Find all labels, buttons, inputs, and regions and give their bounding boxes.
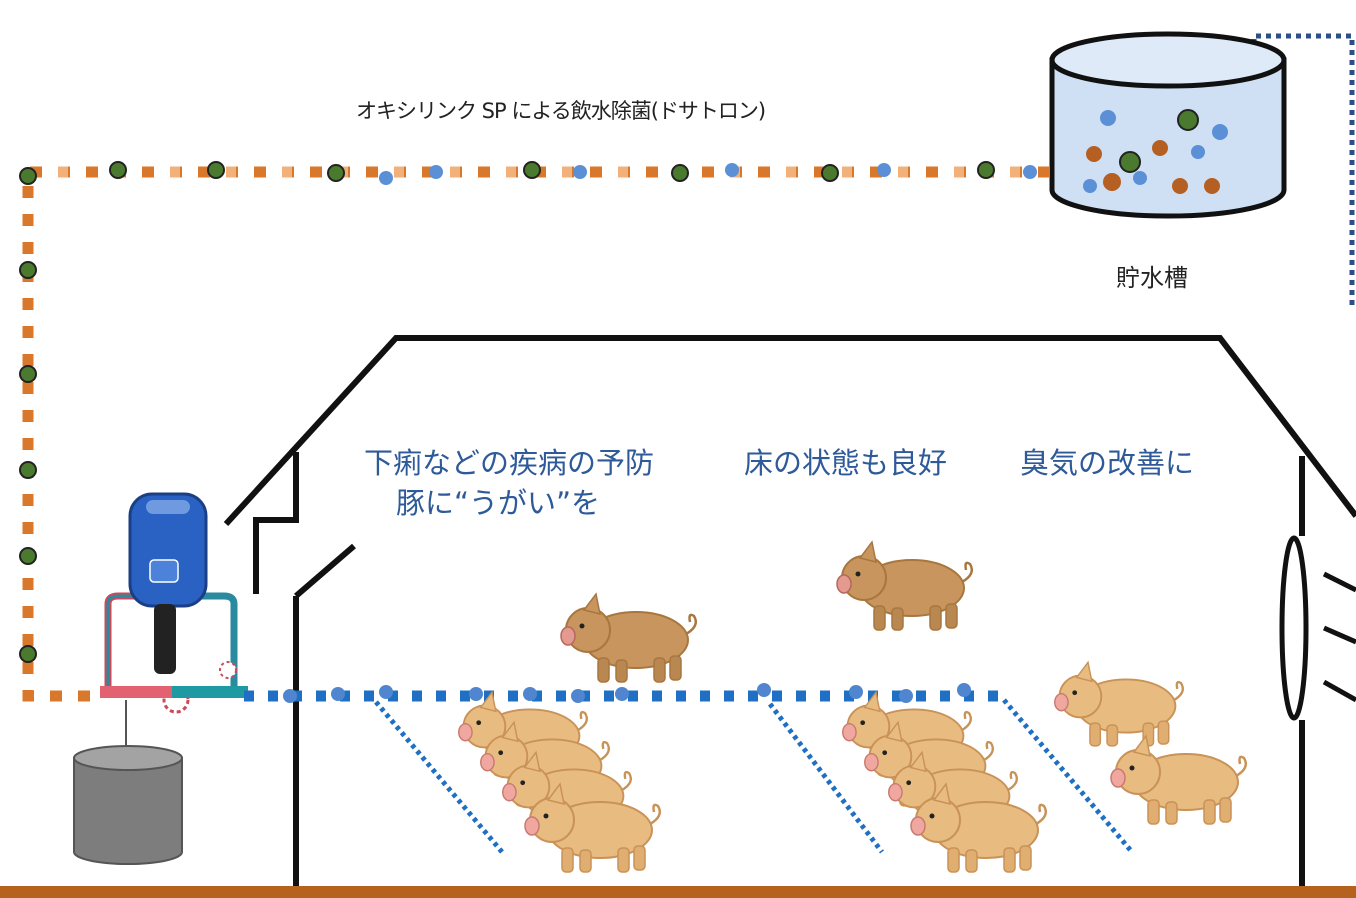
chemical-drum-icon bbox=[73, 745, 183, 865]
pig-icon bbox=[835, 540, 974, 632]
drinker-lines bbox=[374, 698, 1134, 854]
pig-icon bbox=[1053, 661, 1184, 748]
water-tank-icon bbox=[1049, 31, 1287, 219]
water-line-bubbles bbox=[283, 683, 971, 703]
exhaust-fan-icon bbox=[1279, 535, 1356, 721]
pig-group bbox=[457, 540, 1248, 874]
pig-icon bbox=[559, 592, 698, 684]
benefit-floor: 床の状態も良好 bbox=[744, 446, 948, 480]
benefit-gargle: 豚に“うがい”を bbox=[396, 486, 601, 520]
dosatron-doser-icon bbox=[100, 492, 248, 748]
pipe-germs bbox=[19, 161, 1037, 663]
benefit-odor: 臭気の改善に bbox=[1020, 446, 1195, 480]
pig-icon bbox=[1109, 734, 1248, 826]
tank-label: 貯水槽 bbox=[1116, 264, 1188, 292]
diagram-title: オキシリンク SP による飲水除菌(ドサトロン) bbox=[356, 99, 766, 123]
benefit-disease-prevention: 下痢などの疾病の予防 bbox=[364, 446, 655, 480]
barn-floor bbox=[0, 886, 1356, 898]
supply-line bbox=[1251, 33, 1355, 310]
barn-outline bbox=[223, 335, 1356, 890]
